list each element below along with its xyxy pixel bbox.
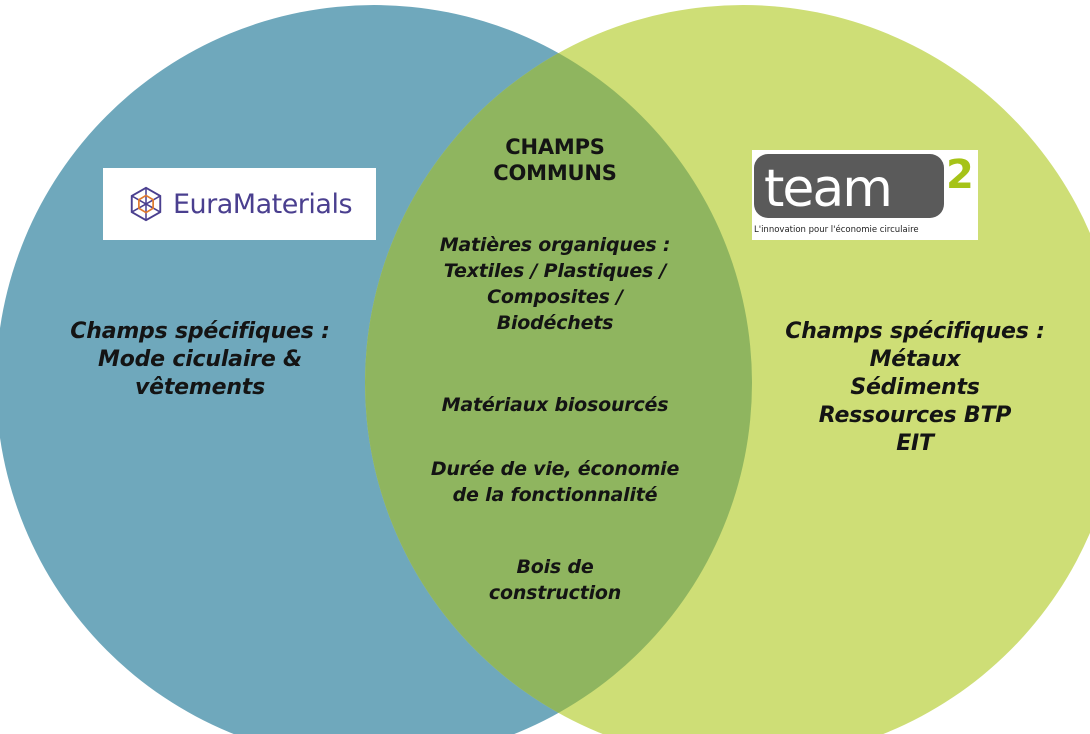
intersection-item-line: Matériaux biosourcés [441,394,669,416]
euramaterials-logo: EuraMaterials [103,168,376,240]
left-set-title: Champs spécifiques : [70,319,330,344]
intersection-item-timber: Bois de construction [400,554,710,606]
intersection-item-line: Composites / [487,286,623,308]
intersection-item-line: Durée de vie, économie [430,458,680,480]
intersection-title-line: COMMUNS [493,161,617,185]
left-set-line: vêtements [134,375,266,400]
right-set-line: Sédiments [850,375,980,400]
intersection-item-line: de la fonctionnalité [452,484,658,506]
intersection-item-line: Biodéchets [496,312,614,334]
intersection-item-line: Matières organiques : [439,234,671,256]
left-set-line: Mode ciculaire & [98,347,302,372]
intersection-item-lifespan: Durée de vie, économie de la fonctionnal… [400,456,710,508]
intersection-title-line: CHAMPS [505,135,605,159]
left-set-label: Champs spécifiques : Mode ciculaire & vê… [40,318,360,402]
right-set-line: Métaux [869,347,961,372]
team-wordmark: team [764,159,891,219]
intersection-item-line: Bois de [516,556,594,578]
intersection-item-biosourced: Matériaux biosourcés [400,392,710,418]
overlap-region [365,5,752,734]
team2-tagline: L'innovation pour l'économie circulaire [754,225,919,235]
euramaterials-hexagon-logo-icon [130,186,162,222]
team2-logo-graphic: team 2 [754,152,974,219]
intersection-item-line: construction [488,582,622,604]
right-set-line: Ressources BTP [818,403,1012,428]
right-set-line: EIT [896,431,934,456]
team2-logo: team 2 L'innovation pour l'économie circ… [752,150,978,240]
right-set-title: Champs spécifiques : [785,319,1045,344]
right-set-label: Champs spécifiques : Métaux Sédiments Re… [760,318,1070,458]
team-superscript: 2 [946,152,974,198]
intersection-item-organic-materials: Matières organiques : Textiles / Plastiq… [400,232,710,336]
intersection-item-line: Textiles / Plastiques / [443,260,667,282]
euramaterials-wordmark: EuraMaterials [172,188,353,220]
intersection-title: CHAMPS COMMUNS [440,134,670,186]
